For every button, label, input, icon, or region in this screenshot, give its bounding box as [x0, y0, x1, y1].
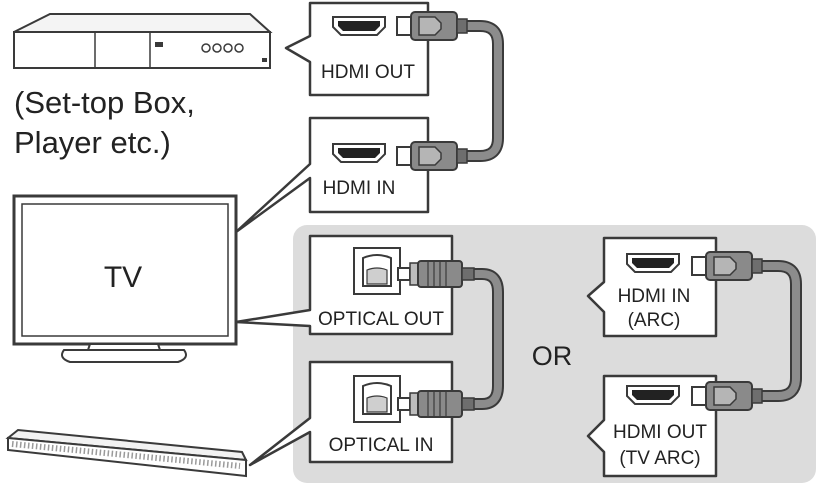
hdmi-out-tvarc-label-line2: (TV ARC) — [619, 448, 700, 469]
optical-port-icon — [353, 247, 401, 295]
hdmi-in-callout: HDMI IN — [234, 116, 430, 234]
optical-in-label: OPTICAL IN — [329, 435, 434, 456]
optical-cable — [397, 260, 504, 418]
or-label: OR — [532, 341, 573, 371]
hdmi-plug-icon — [396, 11, 468, 41]
hdmi-in-arc-callout: HDMI IN (ARC) — [586, 236, 718, 338]
optical-out-label: OPTICAL OUT — [318, 309, 444, 330]
hdmi-arc-cable — [691, 251, 802, 411]
tv-label: TV — [104, 261, 142, 294]
hdmi-in-arc-label-line1: HDMI IN — [618, 286, 691, 307]
tv-icon — [12, 194, 238, 363]
optical-plug-icon — [397, 390, 475, 418]
hdmi-out-label: HDMI OUT — [321, 62, 415, 83]
hdmi-plug-icon — [691, 251, 763, 281]
hdmi-out-callout: HDMI OUT — [284, 1, 430, 97]
optical-in-callout: OPTICAL IN — [248, 360, 454, 467]
source-device-label-line2: Player etc.) — [14, 125, 171, 160]
hdmi-port-icon — [332, 16, 386, 36]
hdmi-plug-icon — [691, 381, 763, 411]
soundbar-icon — [5, 428, 248, 478]
optical-out-callout: OPTICAL OUT — [234, 234, 454, 336]
hdmi-port-icon — [626, 253, 680, 273]
hdmi-in-label: HDMI IN — [323, 178, 396, 199]
set-top-box-icon — [13, 13, 273, 69]
hdmi-in-arc-label-line2: (ARC) — [628, 310, 681, 331]
hdmi-port-icon — [626, 385, 680, 405]
hdmi-port-icon — [332, 143, 386, 163]
hdmi-cable — [396, 11, 504, 171]
hdmi-plug-icon — [396, 141, 468, 171]
optical-port-icon — [353, 375, 401, 423]
source-device-label-line1: (Set-top Box, — [14, 85, 195, 120]
hdmi-out-tvarc-label-line1: HDMI OUT — [613, 422, 707, 443]
optical-plug-icon — [397, 260, 475, 288]
